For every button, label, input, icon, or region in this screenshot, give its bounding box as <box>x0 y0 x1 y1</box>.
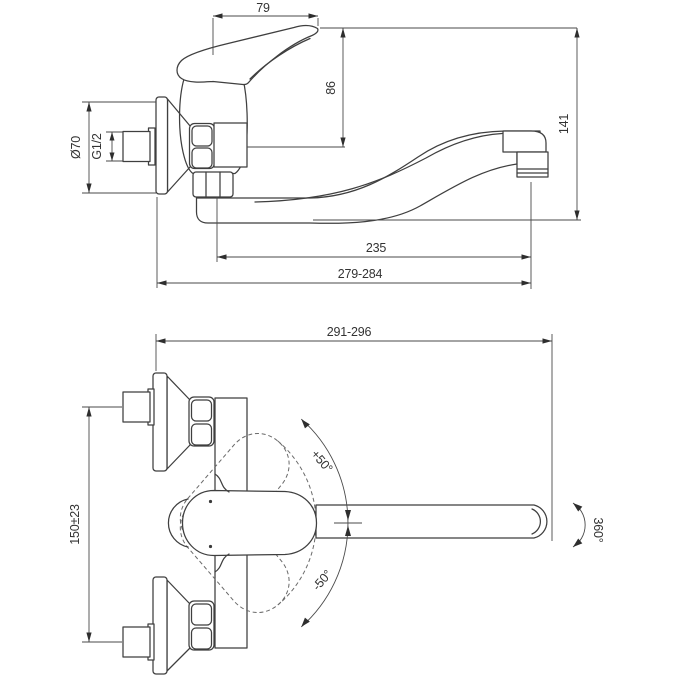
swivel-plus-label: +50° <box>308 447 335 476</box>
spout-tube-plan <box>315 504 548 539</box>
spout-outlet-head <box>502 130 547 153</box>
connector-block <box>213 122 248 168</box>
screw-dot-bottom <box>208 544 213 549</box>
dim-86-label: 86 <box>324 81 338 95</box>
rotation-360: 360° <box>572 502 605 548</box>
union-nut-facet <box>190 423 213 446</box>
wall-rosette <box>152 576 168 675</box>
dim-291-296-label: 291-296 <box>327 325 372 339</box>
dim-inlet-centres: 150±23 <box>68 406 122 643</box>
rotation-360-label: 360° <box>591 517 605 542</box>
dim-141-label: 141 <box>557 114 571 135</box>
dim-spout-reach: 235 <box>216 182 532 289</box>
wall-rosette <box>152 372 168 472</box>
union-nut-facet <box>190 627 213 650</box>
spout-union-nut-facets <box>205 171 221 198</box>
spout-union-nut <box>192 171 234 198</box>
dim-235-label: 235 <box>366 241 387 255</box>
union-nut-facet <box>190 399 213 422</box>
plan-inlet-top <box>122 372 215 472</box>
dim-handle-reach: 79 <box>212 1 319 55</box>
dome-inner-arc <box>167 498 189 548</box>
dim-height-to-axis: 86 <box>324 28 346 147</box>
dim-279-284-label: 279-284 <box>338 267 383 281</box>
dim-overall-height: 141 <box>557 28 580 220</box>
aerator-lines <box>516 168 549 174</box>
handle-accent-line <box>249 37 311 80</box>
dim-79-label: 79 <box>256 1 270 15</box>
dim-connection-thread: G1/2 <box>90 131 123 162</box>
dim-d70-label: Ø70 <box>69 136 83 159</box>
side-view: 79 86 141 Ø70 G1/2 <box>69 1 581 289</box>
escutcheon-cone <box>166 579 191 672</box>
dim-150-23-label: 150±23 <box>68 504 82 545</box>
dim-overall-projection: 279-284 <box>156 197 531 288</box>
wall-rosette <box>155 96 169 195</box>
handle-plan <box>181 489 318 557</box>
union-nut-facet <box>190 603 213 626</box>
spout-end-inner-arc <box>531 508 541 535</box>
plan-inlet-bottom <box>122 576 215 675</box>
union-nut-facet-top <box>191 125 213 147</box>
screw-dot-top <box>208 499 213 504</box>
dim-overall-width: 291-296 <box>155 325 553 541</box>
plan-view: +50° -50° 360° 291-296 150±23 <box>68 325 605 675</box>
dim-g12-label: G1/2 <box>90 133 104 160</box>
dim-rosette-diameter: Ø70 <box>69 101 156 194</box>
body-fillet-top <box>214 473 230 493</box>
spout-accent-line <box>254 132 503 203</box>
inlet-stub <box>122 626 151 658</box>
inlet-stub <box>122 391 151 423</box>
union-nut-facet-bottom <box>191 147 213 169</box>
inlet-stub <box>122 130 151 163</box>
body-fillet-bottom <box>214 553 230 573</box>
escutcheon-cone <box>166 375 191 470</box>
lever-handle <box>176 24 319 86</box>
spout-tube <box>195 130 541 224</box>
